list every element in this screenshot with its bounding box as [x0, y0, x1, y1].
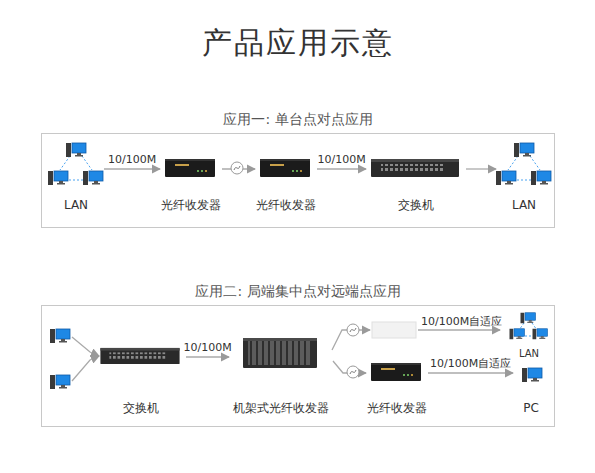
- device-label: 交换机: [123, 401, 159, 415]
- connector-arrow: [317, 168, 366, 169]
- transceiver-node: 光纤收发器: [255, 142, 317, 218]
- link-speed-label: 10/100M: [184, 341, 232, 354]
- section-band: LAN光纤收发器光纤收发器交换机LAN应用一: 单台点对点应用: [41, 133, 555, 228]
- device-label: 光纤收发器: [161, 198, 221, 212]
- computer-icon: [522, 368, 542, 382]
- pc-node: PC: [513, 363, 549, 418]
- layout-lines: [72, 330, 500, 381]
- switch-device: [371, 159, 459, 177]
- transceiver-device: [165, 159, 215, 177]
- transceiver-node: 光纤收发器: [366, 353, 428, 418]
- page-title: 产品应用示意: [0, 24, 595, 62]
- faded-transceiver: [372, 322, 416, 338]
- link-speed-label: 10/100M: [318, 153, 366, 166]
- lan-node: LAN: [496, 142, 552, 218]
- device-label: PC: [523, 401, 539, 415]
- device-label: LAN: [519, 347, 539, 361]
- fiber-icon: [347, 324, 359, 336]
- fiber-icon: [231, 162, 243, 174]
- fiber-icons: [231, 162, 359, 378]
- section-heading: 应用一: 单台点对点应用: [223, 110, 372, 128]
- transceiver-device: [371, 363, 421, 381]
- link-line: [418, 329, 500, 330]
- switch-node: 交换机: [96, 321, 186, 418]
- connector-arrow: [222, 168, 255, 169]
- section-heading: 应用二: 局端集中点对远端点应用: [195, 282, 400, 300]
- lan-cluster: [496, 143, 551, 185]
- device-label: 交换机: [398, 198, 434, 212]
- fiber-icon: [347, 366, 359, 378]
- transceiver-node: 光纤收发器: [160, 142, 222, 218]
- rack-transceiver-device: [243, 338, 317, 368]
- lan-node: LAN: [48, 142, 104, 218]
- lan-node: LAN: [503, 311, 555, 363]
- device-label: 光纤收发器: [367, 401, 427, 415]
- fiber-line: [332, 330, 370, 350]
- transceiver-device: [260, 159, 310, 177]
- connector-arrow: [104, 168, 160, 169]
- merge-line: [72, 356, 99, 381]
- link-speed-label: 10/100M自适应: [421, 315, 502, 328]
- device-label: 机架式光纤收发器: [233, 401, 329, 415]
- computer-icon: [50, 329, 70, 343]
- device-label: LAN: [64, 198, 88, 212]
- device-label: 光纤收发器: [256, 198, 316, 212]
- rack-transceiver-node: 机架式光纤收发器: [229, 321, 333, 418]
- merge-line: [72, 337, 99, 356]
- lan-cluster: [510, 313, 548, 340]
- link-speed-label: 10/100M: [108, 153, 156, 166]
- switch-node: 交换机: [366, 142, 466, 218]
- connector-arrow: [333, 361, 366, 373]
- computer-icon: [50, 375, 70, 389]
- connector-arrow: [186, 356, 229, 357]
- switch-device: [100, 348, 179, 364]
- connector-arrow: [428, 372, 513, 373]
- device-label: LAN: [512, 198, 536, 212]
- connector-arrow: [466, 168, 496, 169]
- link-speed-label: 10/100M自适应: [430, 357, 511, 370]
- lan-cluster: [48, 143, 103, 185]
